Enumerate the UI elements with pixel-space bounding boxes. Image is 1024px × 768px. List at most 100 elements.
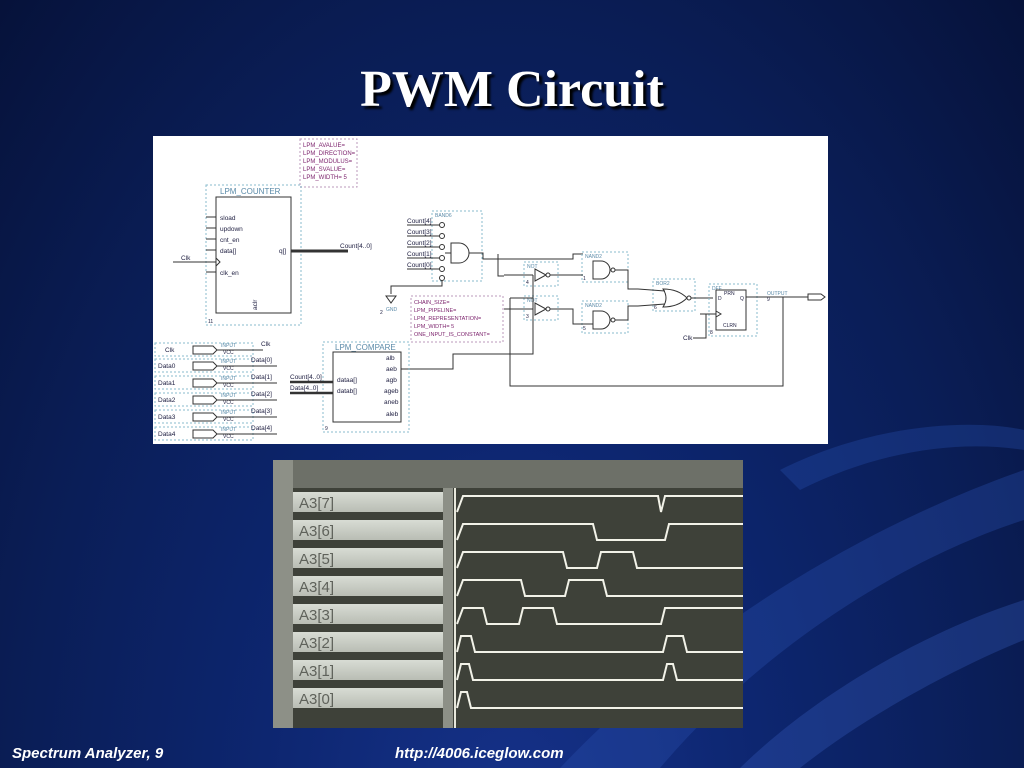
counter-pin: sload xyxy=(220,215,236,222)
nor-gate-title: BOR2 xyxy=(656,281,670,287)
counter-clk-label: Clk xyxy=(181,255,191,262)
counter-pin: cnt_en xyxy=(220,237,240,244)
band-input: Count[2] xyxy=(407,240,432,247)
counter-pin: clk_en xyxy=(220,270,239,277)
channel-label: A3[7] xyxy=(299,495,334,512)
input-pin-net: Data[2] xyxy=(251,391,272,398)
slide-title: PWM Circuit xyxy=(360,61,664,118)
input-pin-net: Data[4] xyxy=(251,425,272,432)
input-pin-vcc: VCC xyxy=(223,400,234,406)
nor-gate-instance: 6 xyxy=(654,305,657,311)
band-input: Count[4] xyxy=(407,218,432,225)
channel-row: A3[1] xyxy=(293,660,443,680)
channel-label: A3[2] xyxy=(299,635,334,652)
output-label: OUTPUT xyxy=(767,291,788,297)
waveform-a3-5 xyxy=(456,551,743,569)
input-pin-name: Data1 xyxy=(158,380,176,387)
compare-block xyxy=(332,351,402,423)
input-pin-row: Clk INPUT VCC Clk xyxy=(154,341,271,357)
channel-row: A3[4] xyxy=(293,576,443,596)
channel-label: A3[3] xyxy=(299,607,334,624)
channel-row: A3[3] xyxy=(293,604,443,624)
not-gate-instance: 3 xyxy=(526,314,529,320)
input-pin-net: Data[1] xyxy=(251,374,272,381)
waveform-a3-6 xyxy=(456,523,743,541)
footer-url[interactable]: http://4006.iceglow.com xyxy=(395,745,564,762)
input-pin-kind: INPUT xyxy=(221,359,236,365)
input-pin-name: Data3 xyxy=(158,414,176,421)
input-pin-kind: INPUT xyxy=(221,343,236,349)
input-pin-row: Data2 INPUT VCC Data[2] xyxy=(154,391,277,407)
dff-pin: Q xyxy=(740,296,744,302)
lpm-param: LPM_DIRECTION= xyxy=(303,151,356,157)
waveform-a3-2 xyxy=(456,635,743,653)
clk-label-2: Clk xyxy=(683,335,693,342)
waveform-a3-4 xyxy=(456,579,743,597)
dff-title: DFF xyxy=(712,286,722,292)
compare-output: aleb xyxy=(386,411,399,418)
lpm-param: LPM_SVALUE= xyxy=(303,167,346,173)
input-pin-name: Data4 xyxy=(158,431,176,438)
band-input: Count[0] xyxy=(407,262,432,269)
channel-label: A3[6] xyxy=(299,523,334,540)
channel-row: A3[6] xyxy=(293,520,443,540)
input-pin-name: Data0 xyxy=(158,363,176,370)
compare-instance: 9 xyxy=(325,426,328,432)
compare-output: ageb xyxy=(384,388,399,395)
band-input: Count[1] xyxy=(407,251,432,258)
not-gate-instance: 4 xyxy=(526,280,529,286)
dff-pin: CLRN xyxy=(723,323,737,329)
compare-output: aneb xyxy=(384,399,399,406)
waveform-a3-7 xyxy=(456,495,743,513)
channel-row: A3[2] xyxy=(293,632,443,652)
input-pin-kind: INPUT xyxy=(221,427,236,433)
compare-param: LPM_PIPELINE= xyxy=(414,308,456,314)
compare-param: LPM_WIDTH= 5 xyxy=(414,324,454,330)
counter-output-pin: q[] xyxy=(279,248,286,255)
channel-row: A3[5] xyxy=(293,548,443,568)
waveform-a3-1 xyxy=(456,663,743,681)
lpm-param: LPM_WIDTH= 5 xyxy=(303,175,348,181)
compare-input: dataa[] xyxy=(337,377,357,384)
input-pin-name: Clk xyxy=(165,347,175,354)
input-pin-vcc: VCC xyxy=(223,417,234,423)
channel-label: A3[1] xyxy=(299,663,334,680)
counter-pin: data[] xyxy=(220,248,236,255)
nand-gate-title: NAND2 xyxy=(585,254,602,260)
channel-label: A3[4] xyxy=(299,579,334,596)
input-pin-net: Data[0] xyxy=(251,357,272,364)
nand-gate-title: NAND2 xyxy=(585,303,602,309)
input-pin-vcc: VCC xyxy=(223,383,234,389)
counter-bus-label: Count[4..0] xyxy=(340,243,372,250)
compare-output: alb xyxy=(386,355,395,362)
input-pin-name: Data2 xyxy=(158,397,176,404)
input-pin-vcc: VCC xyxy=(223,366,234,372)
lpm-param: LPM_AVALUE= xyxy=(303,143,345,149)
channel-row: A3[0] xyxy=(293,688,443,708)
input-pin-vcc: VCC xyxy=(223,350,234,356)
counter-aclr-pin: aclr xyxy=(252,299,259,310)
dff-pin: PRN xyxy=(724,291,735,297)
input-pin-row: Data0 INPUT VCC Data[0] xyxy=(154,357,277,373)
counter-title: LPM_COUNTER xyxy=(220,187,281,196)
dff-pin: D xyxy=(718,296,722,302)
dff-instance: 8 xyxy=(710,330,713,336)
gnd-instance: 2 xyxy=(380,310,383,316)
channel-label: A3[5] xyxy=(299,551,334,568)
channel-label: A3[0] xyxy=(299,691,334,708)
nand-gate-instance: 1 xyxy=(583,276,586,282)
band-input: Count[3] xyxy=(407,229,432,236)
compare-input: datab[] xyxy=(337,388,357,395)
channel-labels: A3[7] A3[6] A3[5] A3[4] A3[3] A3[2] A3[1… xyxy=(293,492,443,708)
input-pin-net: Clk xyxy=(261,341,271,348)
counter-block xyxy=(215,196,292,314)
lpm-param: LPM_MODULUS= xyxy=(303,159,353,165)
compare-output: agb xyxy=(386,377,397,384)
input-pin-row: Data3 INPUT VCC Data[3] xyxy=(154,408,277,424)
compare-title: LPM_COMPARE xyxy=(335,343,396,352)
output-sub: 9 xyxy=(767,297,770,303)
input-pin-row: Data1 INPUT VCC Data[1] xyxy=(154,374,277,390)
compare-param: ONE_INPUT_IS_CONSTANT= xyxy=(414,332,490,338)
input-pin-vcc: VCC xyxy=(223,434,234,440)
